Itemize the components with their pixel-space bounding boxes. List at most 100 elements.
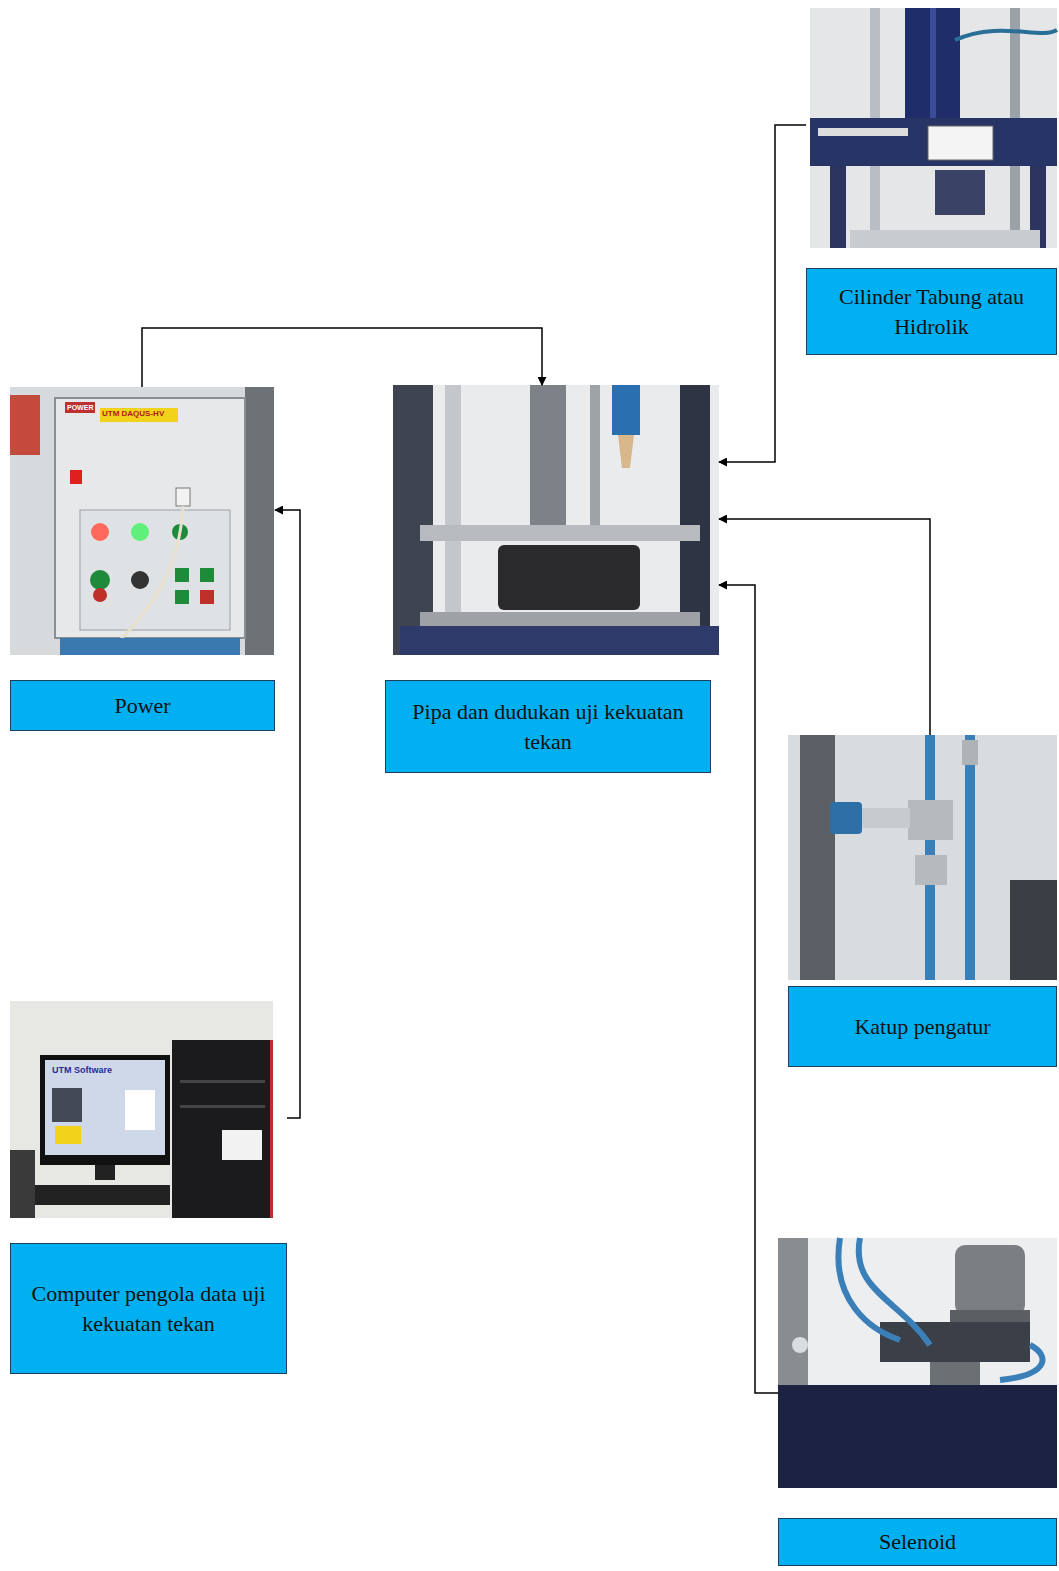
specimen-holder-photo-part bbox=[590, 385, 600, 525]
label-box: Power bbox=[10, 680, 275, 731]
specimen-holder-photo bbox=[393, 385, 719, 655]
control-panel-photo-part bbox=[65, 402, 95, 413]
control-panel-photo-part bbox=[200, 568, 214, 582]
control-panel-photo-part bbox=[80, 510, 230, 630]
specimen-holder-photo-part bbox=[420, 612, 700, 626]
flow-arrow bbox=[142, 328, 542, 387]
valve-photo-part bbox=[830, 802, 862, 834]
computer-photo-part bbox=[10, 1150, 35, 1218]
specimen-holder-photo-part bbox=[612, 385, 640, 435]
specimen-holder-photo-part bbox=[393, 385, 719, 655]
flow-arrow bbox=[719, 519, 930, 735]
control-panel-photo-part bbox=[245, 387, 274, 655]
component-label: Pipa dan dudukan uji kekuatan tekan bbox=[400, 697, 696, 756]
control-panel-photo-part bbox=[131, 523, 149, 541]
solenoid-pump-photo-part bbox=[838, 1238, 900, 1340]
control-panel-photo-part bbox=[93, 588, 107, 602]
label-box: Cilinder Tabung atau Hidrolik bbox=[806, 268, 1057, 355]
valve-photo-part bbox=[908, 800, 953, 840]
cylinder-photo-part bbox=[810, 8, 1057, 248]
control-panel-photo-part bbox=[176, 488, 190, 506]
computer-photo-part bbox=[180, 1080, 265, 1083]
photo-area bbox=[788, 735, 1057, 986]
solenoid-pump-photo-part bbox=[778, 1385, 1057, 1488]
cylinder-photo-part bbox=[935, 170, 985, 215]
computer-photo-part bbox=[270, 1040, 273, 1218]
control-panel-photo-part bbox=[70, 470, 82, 484]
cylinder-photo-part bbox=[905, 8, 960, 118]
cylinder-photo-part bbox=[830, 166, 846, 248]
valve-photo bbox=[788, 735, 1057, 980]
computer-photo-part bbox=[30, 1185, 170, 1205]
control-panel-photo-part bbox=[100, 408, 178, 422]
valve-photo-part bbox=[962, 740, 978, 765]
control-panel-photo-part bbox=[131, 571, 149, 589]
component-label: Selenoid bbox=[879, 1527, 956, 1557]
cylinder-photo-part bbox=[810, 118, 1057, 166]
solenoid-pump-photo-part bbox=[778, 1238, 1057, 1488]
solenoid-pump-photo-part bbox=[792, 1337, 808, 1353]
specimen-holder-photo-part bbox=[618, 435, 634, 468]
control-panel-photo-part bbox=[200, 590, 214, 604]
computer-photo-part bbox=[52, 1088, 82, 1122]
computer-photo-part bbox=[180, 1105, 265, 1108]
cylinder-photo-part bbox=[818, 128, 908, 136]
valve-photo-part bbox=[788, 735, 1057, 980]
component-node: Pipa dan dudukan uji kekuatan tekan bbox=[385, 385, 719, 773]
valve-photo-part bbox=[800, 735, 835, 980]
control-panel-photo-part bbox=[175, 568, 189, 582]
label-box: Computer pengola data uji kekuatan tekan bbox=[10, 1243, 287, 1374]
flow-arrow bbox=[275, 510, 300, 1118]
valve-photo-part bbox=[965, 735, 975, 980]
component-node: Computer pengola data uji kekuatan tekan bbox=[10, 1001, 287, 1374]
control-panel-photo-part bbox=[120, 506, 183, 640]
solenoid-pump-photo-part bbox=[950, 1310, 1030, 1322]
computer-photo-part bbox=[222, 1130, 262, 1160]
component-label: Cilinder Tabung atau Hidrolik bbox=[821, 282, 1042, 341]
flow-arrow bbox=[719, 585, 778, 1393]
label-box: Selenoid bbox=[778, 1518, 1057, 1566]
computer-photo-part bbox=[125, 1090, 155, 1130]
control-panel-photo-part bbox=[175, 590, 189, 604]
component-node: Katup pengatur bbox=[788, 735, 1057, 1067]
cylinder-photo-part bbox=[955, 30, 1057, 40]
flow-arrow bbox=[719, 125, 806, 462]
component-node: Selenoid bbox=[778, 1238, 1057, 1566]
solenoid-pump-photo-part bbox=[859, 1238, 930, 1345]
cylinder-photo-part bbox=[930, 8, 936, 118]
photo-area bbox=[806, 8, 1057, 268]
valve-photo-part bbox=[855, 808, 910, 828]
component-node: Power bbox=[10, 387, 275, 731]
specimen-holder-photo-part bbox=[420, 525, 700, 541]
computer-photo-part bbox=[172, 1040, 273, 1218]
label-box: Katup pengatur bbox=[788, 986, 1057, 1067]
component-label: Katup pengatur bbox=[854, 1012, 990, 1042]
specimen-holder-photo-part bbox=[400, 626, 719, 655]
photo-area bbox=[778, 1238, 1057, 1518]
component-label: Power bbox=[114, 691, 170, 721]
cylinder-photo bbox=[810, 8, 1057, 248]
component-node: Cilinder Tabung atau Hidrolik bbox=[806, 8, 1057, 355]
component-label: Computer pengola data uji kekuatan tekan bbox=[25, 1279, 272, 1338]
photo-area bbox=[385, 385, 719, 680]
solenoid-pump-photo bbox=[778, 1238, 1057, 1488]
solenoid-pump-photo-part bbox=[955, 1245, 1025, 1315]
valve-photo-part bbox=[1010, 880, 1057, 980]
photo-text: UTM DAQUS-HV bbox=[102, 410, 164, 419]
control-panel-photo-part bbox=[60, 638, 240, 655]
specimen-holder-photo-part bbox=[530, 385, 566, 525]
computer-photo-part bbox=[40, 1055, 170, 1165]
valve-photo-part bbox=[915, 855, 947, 885]
control-panel-photo-part bbox=[90, 570, 110, 590]
specimen-holder-photo-part bbox=[498, 545, 640, 610]
solenoid-pump-photo-part bbox=[880, 1322, 1030, 1362]
label-box: Pipa dan dudukan uji kekuatan tekan bbox=[385, 680, 711, 773]
solenoid-pump-photo-part bbox=[1000, 1345, 1042, 1380]
photo-text: POWER bbox=[67, 404, 93, 412]
control-panel-photo bbox=[10, 387, 274, 655]
control-panel-photo-part bbox=[10, 395, 40, 455]
computer-photo-part bbox=[10, 1001, 273, 1218]
solenoid-pump-photo-part bbox=[930, 1362, 980, 1385]
control-panel-photo-part bbox=[10, 387, 274, 655]
